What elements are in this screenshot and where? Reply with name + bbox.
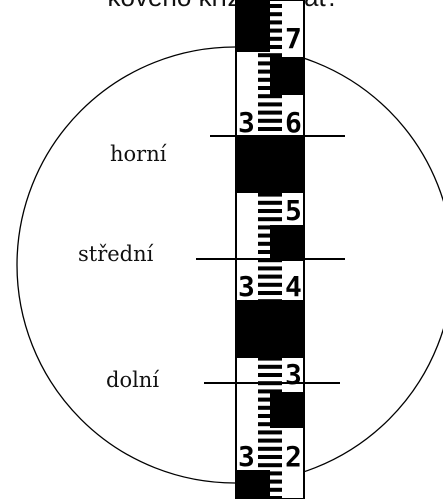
staff-tick [258, 118, 282, 123]
staff-tick [258, 69, 282, 74]
staff-tick [258, 61, 282, 66]
staff-tick [258, 282, 282, 287]
staff-tick [258, 77, 282, 82]
staff-tick [258, 143, 282, 148]
staff-number-7: 7 [285, 22, 302, 55]
staff-tick [258, 438, 282, 443]
staff-tick [258, 4, 282, 8]
staff-tick [258, 266, 282, 271]
staff-tick [258, 45, 282, 49]
staff-tick [258, 389, 282, 394]
staff-tick [258, 332, 282, 336]
staff-tick [258, 110, 282, 115]
staff-tick [258, 463, 282, 468]
staff-tick [258, 414, 282, 418]
staff-number-3: 3 [285, 358, 302, 391]
staff-tick [258, 53, 282, 58]
staff-tick [258, 217, 282, 222]
staff-tick [258, 315, 282, 320]
staff-tick [258, 20, 282, 25]
staff-tick [258, 487, 282, 492]
staff-tick [258, 200, 282, 205]
staff-tick [258, 36, 282, 41]
staff-tick [258, 274, 282, 279]
staff-tick [258, 102, 282, 107]
staff-tick [258, 446, 282, 451]
staff-tick [258, 291, 282, 295]
staff-tick [258, 422, 282, 427]
middle-crosshair-label: střední [78, 242, 154, 266]
staff-number-6: 6 [285, 106, 302, 139]
upper-stadia-label: horní [110, 142, 167, 166]
staff-number-3: 3 [238, 106, 255, 139]
staff-tick [258, 176, 282, 181]
staff-tick [258, 373, 282, 377]
staff-tick [258, 258, 282, 263]
staff-number-3: 3 [238, 440, 255, 473]
lower-stadia-label: dolní [106, 368, 160, 392]
staff-tick [258, 471, 282, 476]
staff-tick [258, 356, 282, 361]
staff-graduation [258, 4, 282, 499]
staff-tick [258, 86, 282, 90]
staff-tick [258, 364, 282, 369]
staff-tick [258, 233, 282, 238]
staff-tick [258, 127, 282, 131]
staff-tick [258, 455, 282, 459]
staff-tick [258, 348, 282, 353]
staff-tick [258, 250, 282, 254]
staff-tick [258, 135, 282, 140]
staff-tick [258, 12, 282, 17]
staff-tick [258, 496, 282, 499]
staff-number-4: 4 [285, 270, 302, 303]
staff-tick [258, 168, 282, 172]
staff-number-3: 3 [238, 270, 255, 303]
staff-tick [258, 159, 282, 164]
staff-tick [258, 94, 282, 99]
staff-tick [258, 184, 282, 189]
staff-block [237, 0, 270, 52]
staff-tick [258, 307, 282, 312]
staff-tick [258, 479, 282, 484]
staff-tick [258, 340, 282, 345]
staff-tick [258, 209, 282, 213]
staff-number-2: 2 [285, 440, 302, 473]
staff-tick [258, 28, 282, 33]
staff-tick [258, 397, 282, 402]
staff-tick [258, 225, 282, 230]
staff-tick [258, 241, 282, 246]
staff-tick [258, 405, 282, 410]
staff-tick [258, 192, 282, 197]
staff-tick [258, 323, 282, 328]
staff-number-5: 5 [285, 194, 302, 227]
staff-tick [258, 430, 282, 435]
staff-tick [258, 151, 282, 156]
staff-tick [258, 299, 282, 304]
